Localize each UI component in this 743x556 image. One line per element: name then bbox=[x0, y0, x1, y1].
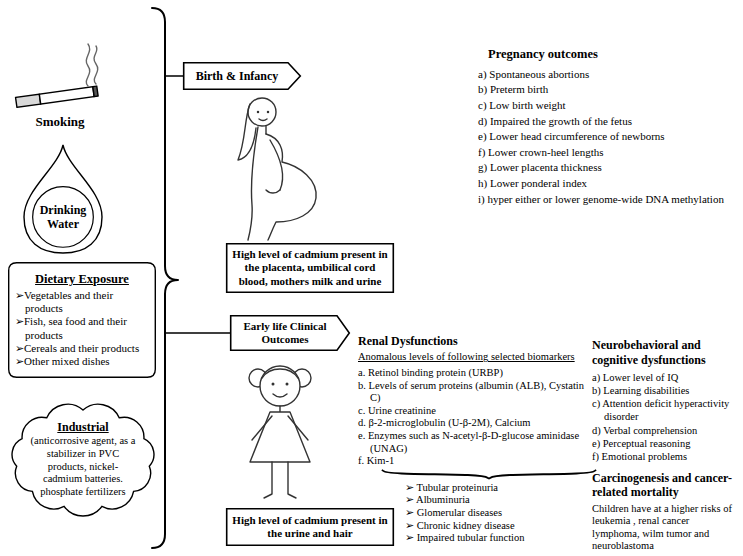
list-item: h) Lower ponderal index bbox=[478, 176, 733, 192]
cigarette-ash bbox=[93, 86, 98, 96]
list-item: a. Retinol binding protein (URBP) bbox=[358, 367, 588, 380]
source-cloud-shape bbox=[12, 404, 154, 516]
pregnant-woman-figure bbox=[238, 98, 316, 240]
node-heading: Birth & Infancy bbox=[189, 69, 285, 83]
section-heading: Smoking bbox=[16, 114, 104, 130]
list-item: c) Attention deficit hyperactivity disor… bbox=[592, 397, 738, 423]
section-heading: Renal Dysfunctions bbox=[358, 334, 588, 348]
outcome-list: ➢ Tubular proteinuria➢ Albuminuria➢ Glom… bbox=[405, 482, 595, 545]
drop-circle bbox=[33, 187, 94, 248]
outcome-list: Carcinogenesis and cancer-related mortal… bbox=[592, 471, 738, 553]
list-item: i) hyper either or lower genome-wide DNA… bbox=[478, 192, 733, 208]
list-item: b) Learning disabilities bbox=[592, 384, 738, 397]
node-heading: Drinking Water bbox=[35, 203, 91, 232]
water-drop-shape bbox=[24, 145, 102, 253]
cigarette-filter bbox=[16, 94, 41, 107]
list-item: d) Verbal comprehension bbox=[592, 424, 738, 437]
list-item: g) Lower placenta thickness bbox=[478, 160, 733, 176]
stage-arrow-shape bbox=[184, 63, 301, 90]
finding-box-shape bbox=[227, 244, 394, 293]
list-item: e. Enzymes such as N-acetyl-β-D-glucose … bbox=[358, 430, 588, 455]
stage-arrow-shape bbox=[231, 316, 350, 351]
child-figure bbox=[249, 366, 311, 498]
node-content: High level of cadmium present in the uri… bbox=[232, 514, 388, 540]
outcome-list: Neurobehavioral and cognitive dysfunctio… bbox=[592, 338, 738, 463]
source-box: Dietary Exposure ➢Vegetables and their pr… bbox=[8, 262, 156, 378]
finding-box: High level of cadmium present in the uri… bbox=[226, 508, 394, 546]
brace-leader bbox=[165, 332, 230, 334]
node-content: Birth & Infancy bbox=[189, 69, 285, 83]
sub-heading: Children have at a higher risks of leuke… bbox=[592, 503, 738, 553]
list-item: e) Perceptual reasoning bbox=[592, 437, 738, 450]
grouping-brace bbox=[382, 470, 596, 479]
node-content: Drinking Water bbox=[35, 203, 91, 232]
node-text: ➢Cereals and their products bbox=[15, 342, 149, 355]
list-item: b. Levels of serum proteins (albumin (AL… bbox=[358, 380, 588, 405]
list-item: d. β-2-microglobulin (U-β-2M), Calcium bbox=[358, 417, 588, 430]
node-text: (anticorrosive agent, as a stabilizer in… bbox=[30, 435, 136, 498]
node-text: ➢Fish, sea food and their products bbox=[15, 315, 149, 341]
node-heading: Early life Clinical Outcomes bbox=[236, 320, 334, 346]
sub-heading: Anomalous levels of following selected b… bbox=[358, 351, 588, 364]
node-content: Industrial(anticorrosive agent, as a sta… bbox=[30, 420, 136, 498]
icon-caption: Smoking bbox=[16, 114, 104, 130]
stage-arrow: Early life Clinical Outcomes bbox=[230, 315, 350, 351]
list-item: ➢ Albuminuria bbox=[405, 494, 595, 507]
source-box-shape bbox=[9, 263, 156, 378]
stage-arrow: Birth & Infancy bbox=[183, 62, 301, 90]
node-heading: High level of cadmium present in the pla… bbox=[232, 248, 388, 288]
node-heading: Dietary Exposure bbox=[15, 272, 149, 287]
section-heading: Pregnancy outcomes bbox=[478, 46, 733, 64]
water-drop: Drinking Water bbox=[22, 143, 104, 255]
list-item: ➢ Impaired tubular function bbox=[405, 532, 595, 545]
node-content: High level of cadmium present in the pla… bbox=[232, 248, 388, 288]
cigarette-icon bbox=[16, 86, 99, 107]
source-cloud: Industrial(anticorrosive agent, as a sta… bbox=[4, 398, 162, 520]
list-item: d) Impaired the growth of the fetus bbox=[478, 114, 733, 130]
source-cloud-outline bbox=[4, 398, 162, 520]
node-heading: High level of cadmium present in the uri… bbox=[232, 514, 388, 540]
node-text: ➢Other mixed dishes bbox=[15, 355, 149, 368]
list-item: c) Low birth weight bbox=[478, 98, 733, 114]
smoke-curl bbox=[94, 46, 98, 84]
node-text: ➢Vegetables and their products bbox=[15, 289, 149, 315]
list-item: ➢ Tubular proteinuria bbox=[405, 482, 595, 495]
list-item: c. Urine creatinine bbox=[358, 405, 588, 418]
list-item: e) Lower head circumference of newborns bbox=[478, 129, 733, 145]
brace-leader bbox=[165, 75, 183, 77]
section-heading: Neurobehavioral and cognitive dysfunctio… bbox=[592, 338, 738, 368]
smoke-curl bbox=[86, 44, 89, 86]
node-content: Early life Clinical Outcomes bbox=[236, 320, 334, 346]
water-drop-outline bbox=[22, 143, 104, 255]
list-item: a) Lower level of IQ bbox=[592, 371, 738, 384]
list-item: f) Lower crown-heel lengths bbox=[478, 145, 733, 161]
list-item: f. Kim-1 bbox=[358, 455, 588, 468]
list-item: ➢ Chronic kidney disease bbox=[405, 520, 595, 533]
outcome-list: Renal DysfunctionsAnomalous levels of fo… bbox=[358, 334, 588, 468]
list-item: f) Emotional problems bbox=[592, 450, 738, 463]
list-item: b) Preterm birth bbox=[478, 82, 733, 98]
list-item: a) Spontaneous abortions bbox=[478, 67, 733, 83]
cigarette-body bbox=[39, 87, 94, 104]
outcome-list: Pregnancy outcomes a) Spontaneous abortio… bbox=[478, 46, 733, 207]
finding-box: High level of cadmium present in the pla… bbox=[226, 243, 394, 293]
node-content: Dietary Exposure ➢Vegetables and their pr… bbox=[15, 272, 149, 368]
section-heading: Carcinogenesis and cancer-related mortal… bbox=[592, 471, 738, 500]
node-heading: Industrial bbox=[30, 420, 136, 434]
list-item: ➢ Glomerular diseases bbox=[405, 507, 595, 520]
finding-box-shape bbox=[227, 509, 394, 546]
